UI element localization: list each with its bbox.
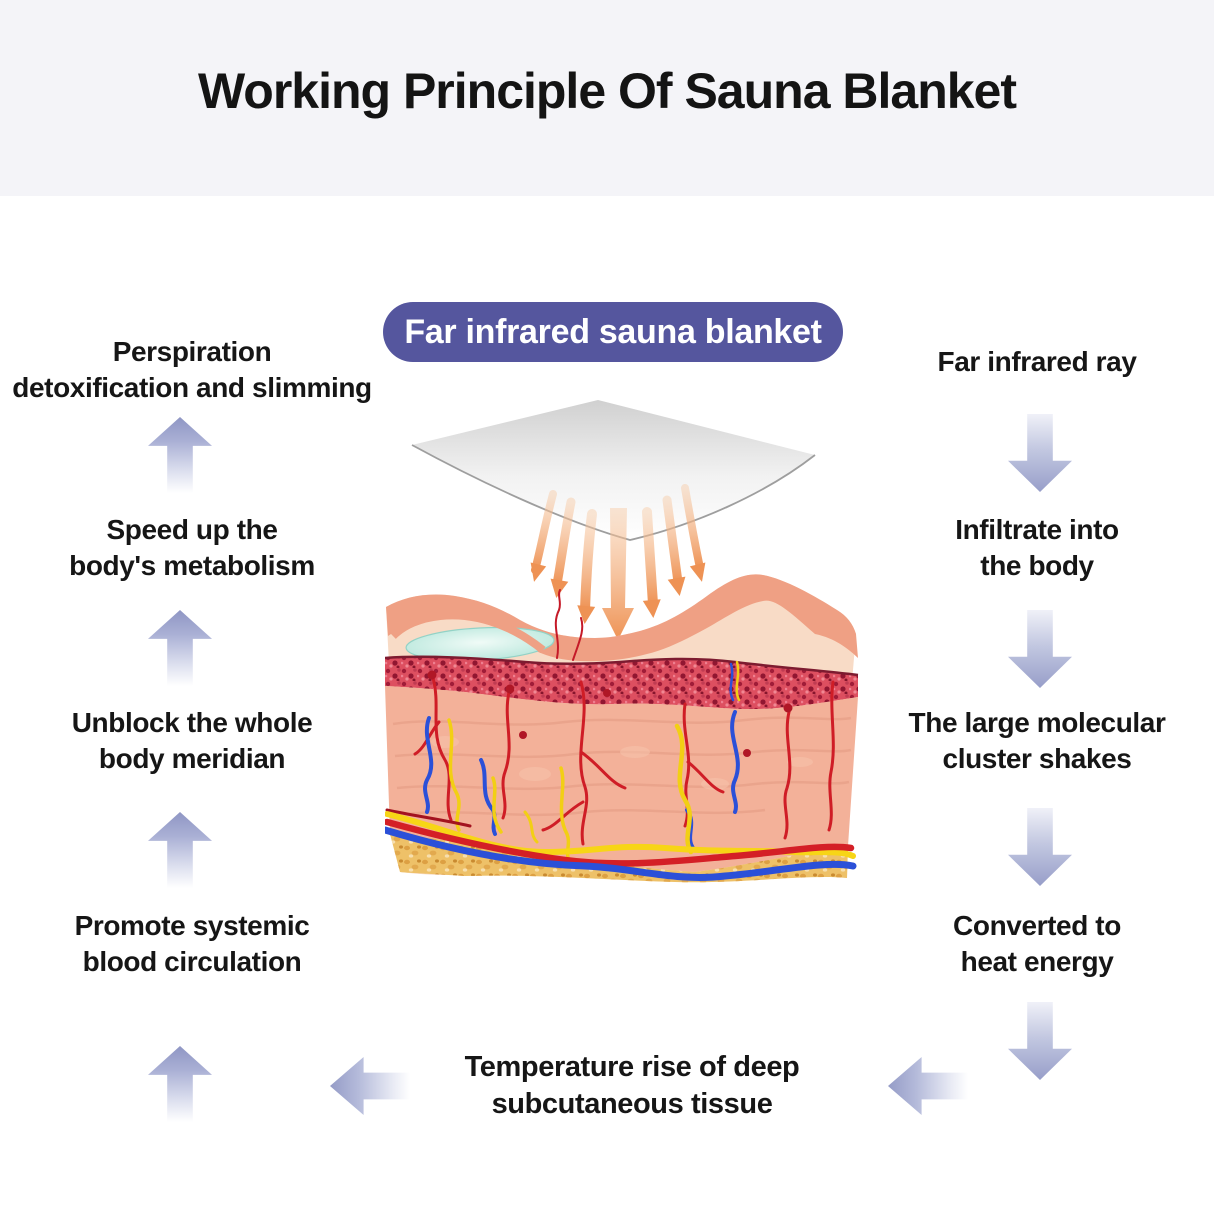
left-arrow-icon [888, 1057, 968, 1115]
page-title: Working Principle Of Sauna Blanket [197, 63, 1017, 119]
up-arrow-icon [148, 812, 212, 888]
flow-step-infiltrate: Infiltrate into the body [955, 514, 1119, 581]
blood-vessels [385, 589, 857, 881]
skin-cross-section-illustration [385, 400, 859, 883]
flow-step-perspiration: Perspiration detoxification and slimming [12, 336, 372, 403]
flow-step-far-infrared-ray: Far infrared ray [937, 346, 1137, 377]
infrared-rays-icon [530, 484, 706, 640]
flow-step-temperature-rise: Temperature rise of deep subcutaneous ti… [464, 1051, 800, 1120]
flow-step-meridian: Unblock the whole body meridian [71, 707, 313, 774]
down-arrow-icon [1008, 414, 1072, 492]
blanket-illustration [411, 400, 816, 541]
down-arrow-icon [1008, 610, 1072, 688]
flow-step-circulation: Promote systemic blood circulation [74, 910, 310, 977]
up-arrow-icon [148, 417, 212, 493]
header-band: Working Principle Of Sauna Blanket [0, 0, 1214, 196]
left-arrow-icon [330, 1057, 410, 1115]
basal-layer [386, 574, 858, 662]
up-arrow-icon [148, 610, 212, 686]
center-label-pill: Far infrared sauna blanket [383, 302, 843, 362]
flow-step-heat-energy: Converted to heat energy [953, 910, 1121, 977]
center-label: Far infrared sauna blanket [404, 312, 822, 351]
up-arrow-icon [148, 1046, 212, 1122]
dermis-layer [385, 686, 858, 872]
flow-step-cluster-shakes: The large molecular cluster shakes [908, 707, 1166, 774]
flow-step-metabolism: Speed up the body's metabolism [69, 514, 315, 581]
down-arrow-icon [1008, 1002, 1072, 1080]
down-arrow-icon [1008, 808, 1072, 886]
